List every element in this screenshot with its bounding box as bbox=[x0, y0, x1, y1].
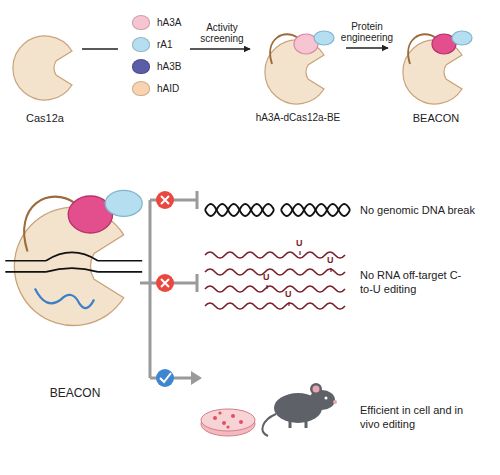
crrna bbox=[35, 289, 94, 309]
mouse-ear bbox=[310, 383, 322, 395]
cell-colony bbox=[231, 414, 235, 418]
ugi-shape bbox=[452, 31, 472, 45]
outcome-text: No genomic DNA break bbox=[360, 203, 495, 217]
node-label: BEACON bbox=[388, 112, 484, 124]
node-label: Cas12a bbox=[8, 112, 82, 124]
legend-item: hAID bbox=[132, 80, 179, 96]
rna-strand bbox=[205, 286, 345, 292]
legend-label: hAID bbox=[157, 83, 179, 94]
outcome-text: Efficient in cell and in vivo editing bbox=[360, 403, 472, 431]
rna-strand bbox=[205, 303, 345, 309]
cas12a-shape bbox=[14, 207, 123, 325]
target-dna bbox=[5, 252, 142, 271]
cell-colony bbox=[222, 421, 226, 425]
protein-complex: Cas12a bbox=[8, 20, 82, 128]
process-arrow bbox=[346, 47, 388, 48]
deaminase-legend: hA3A rA1 hA3B hAID bbox=[118, 8, 190, 103]
legend-swatch bbox=[132, 37, 150, 52]
check-mark bbox=[160, 373, 171, 382]
cell-colony bbox=[213, 416, 217, 420]
linker bbox=[24, 197, 75, 252]
complex-shape bbox=[250, 18, 346, 110]
complex-shape bbox=[388, 18, 484, 110]
arrow-label: Protein engineering bbox=[337, 21, 397, 43]
complex-shape bbox=[8, 20, 82, 106]
deaminase-shape bbox=[432, 34, 456, 54]
protein-complex: hA3A-dCas12a-BE bbox=[250, 18, 346, 128]
legend-label: hA3A bbox=[157, 17, 181, 28]
inhibition-bar bbox=[196, 191, 199, 292]
arrow-label: Activity screening bbox=[192, 22, 252, 44]
cell-colony bbox=[239, 420, 243, 424]
rna-strand bbox=[205, 269, 345, 275]
mouse-leg bbox=[290, 421, 306, 428]
cas12a-shape bbox=[403, 40, 462, 104]
petri-dish-rim bbox=[201, 409, 255, 431]
node-label: BEACON bbox=[5, 386, 145, 400]
cross-mark bbox=[161, 196, 169, 204]
ugi-shape bbox=[314, 31, 334, 45]
check-icon bbox=[156, 369, 174, 387]
protein-complex: BEACON bbox=[388, 18, 484, 128]
edit-tick bbox=[267, 251, 331, 306]
dna-strand bbox=[205, 204, 274, 216]
edit-marker: U bbox=[285, 289, 297, 300]
legend-swatch bbox=[132, 81, 150, 96]
branch-arrowhead bbox=[191, 371, 202, 385]
branch-bracket bbox=[140, 200, 197, 378]
rna-strand bbox=[205, 252, 345, 258]
legend-swatch bbox=[132, 15, 150, 30]
edit-marker: U bbox=[263, 272, 275, 283]
mouse-nose bbox=[333, 400, 337, 404]
cas12a-shape bbox=[265, 40, 324, 104]
edit-marker: U bbox=[327, 255, 339, 266]
legend-item: rA1 bbox=[132, 36, 173, 52]
dna-strand bbox=[281, 204, 350, 216]
node-label: hA3A-dCas12a-BE bbox=[250, 112, 346, 123]
mouse-tail bbox=[262, 414, 276, 436]
complex-shape bbox=[5, 176, 145, 346]
dna-strand bbox=[281, 204, 350, 216]
legend-label: hA3B bbox=[157, 61, 181, 72]
linker bbox=[270, 34, 298, 64]
outcome-text: No RNA off-target C-to-U editing bbox=[360, 268, 466, 296]
protein-complex: BEACON bbox=[5, 176, 145, 408]
cell-colony bbox=[218, 411, 221, 414]
legend-swatch bbox=[132, 59, 150, 74]
cross-icon bbox=[156, 191, 174, 209]
legend-label: rA1 bbox=[157, 39, 173, 50]
cross-icon bbox=[156, 274, 174, 292]
ugi-shape bbox=[105, 190, 142, 216]
legend-item: hA3A bbox=[132, 14, 181, 30]
deaminase-shape bbox=[294, 34, 318, 54]
deaminase-shape bbox=[68, 196, 112, 233]
dna-strand bbox=[205, 204, 274, 216]
mouse-ear-inner bbox=[313, 386, 320, 393]
cell-colony bbox=[226, 425, 229, 428]
cross-mark bbox=[161, 279, 169, 287]
mouse-eye bbox=[325, 397, 328, 400]
legend-item: hA3B bbox=[132, 58, 181, 74]
cas12a-shape bbox=[13, 36, 72, 100]
edit-marker: U bbox=[296, 238, 308, 249]
linker bbox=[408, 34, 436, 64]
